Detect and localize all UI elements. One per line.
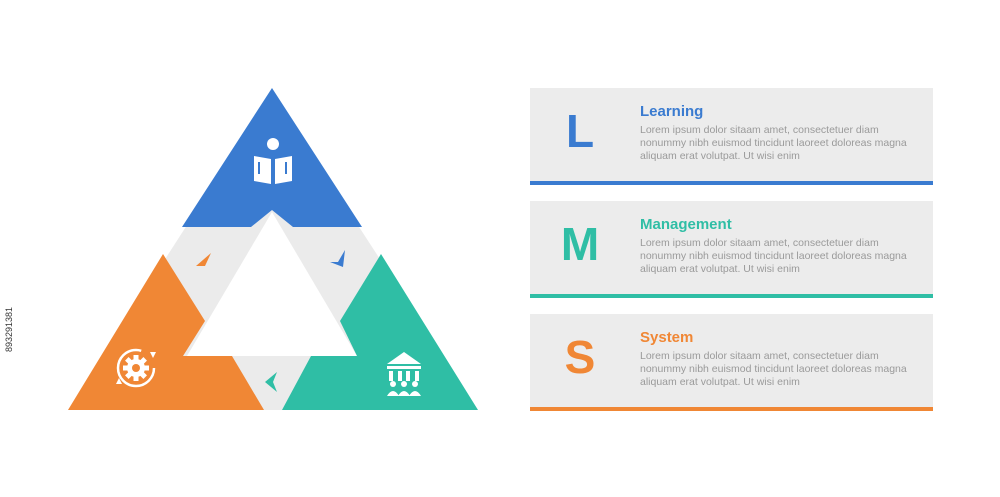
- card-underline: [530, 181, 933, 185]
- arrow-left-edge: [196, 253, 211, 266]
- card-management: M Management Lorem ipsum dolor sitaam am…: [530, 201, 933, 298]
- reading-person-icon: [254, 138, 292, 184]
- card-letter: L: [565, 105, 595, 157]
- card-title: Learning: [640, 103, 704, 120]
- card-underline: [530, 407, 933, 411]
- gear-cycle-icon: [116, 348, 156, 388]
- institution-building-icon: [387, 352, 421, 396]
- card-letter: M: [560, 218, 600, 270]
- arrow-right-edge: [330, 250, 345, 267]
- card-underline: [530, 294, 933, 298]
- learning-segment: [182, 88, 362, 227]
- card-letter: S: [564, 331, 596, 383]
- stock-id-text: 893291381: [4, 306, 14, 352]
- card-title: System: [640, 329, 694, 346]
- arrow-bottom-edge: [265, 372, 277, 392]
- card-body: Lorem ipsum dolor sitaam amet, consectet…: [640, 350, 907, 388]
- card-system: S System Lorem ipsum dolor sitaam amet, …: [530, 314, 933, 411]
- triangle-cycle-diagram: [68, 88, 478, 410]
- management-segment: [282, 254, 478, 410]
- card-body: Lorem ipsum dolor sitaam amet, consectet…: [640, 237, 907, 275]
- card-title: Management: [640, 216, 732, 233]
- card-body: Lorem ipsum dolor sitaam amet, consectet…: [640, 124, 907, 162]
- card-learning: L Learning Lorem ipsum dolor sitaam amet…: [530, 88, 933, 185]
- cycle-ring-hollow: [187, 212, 357, 356]
